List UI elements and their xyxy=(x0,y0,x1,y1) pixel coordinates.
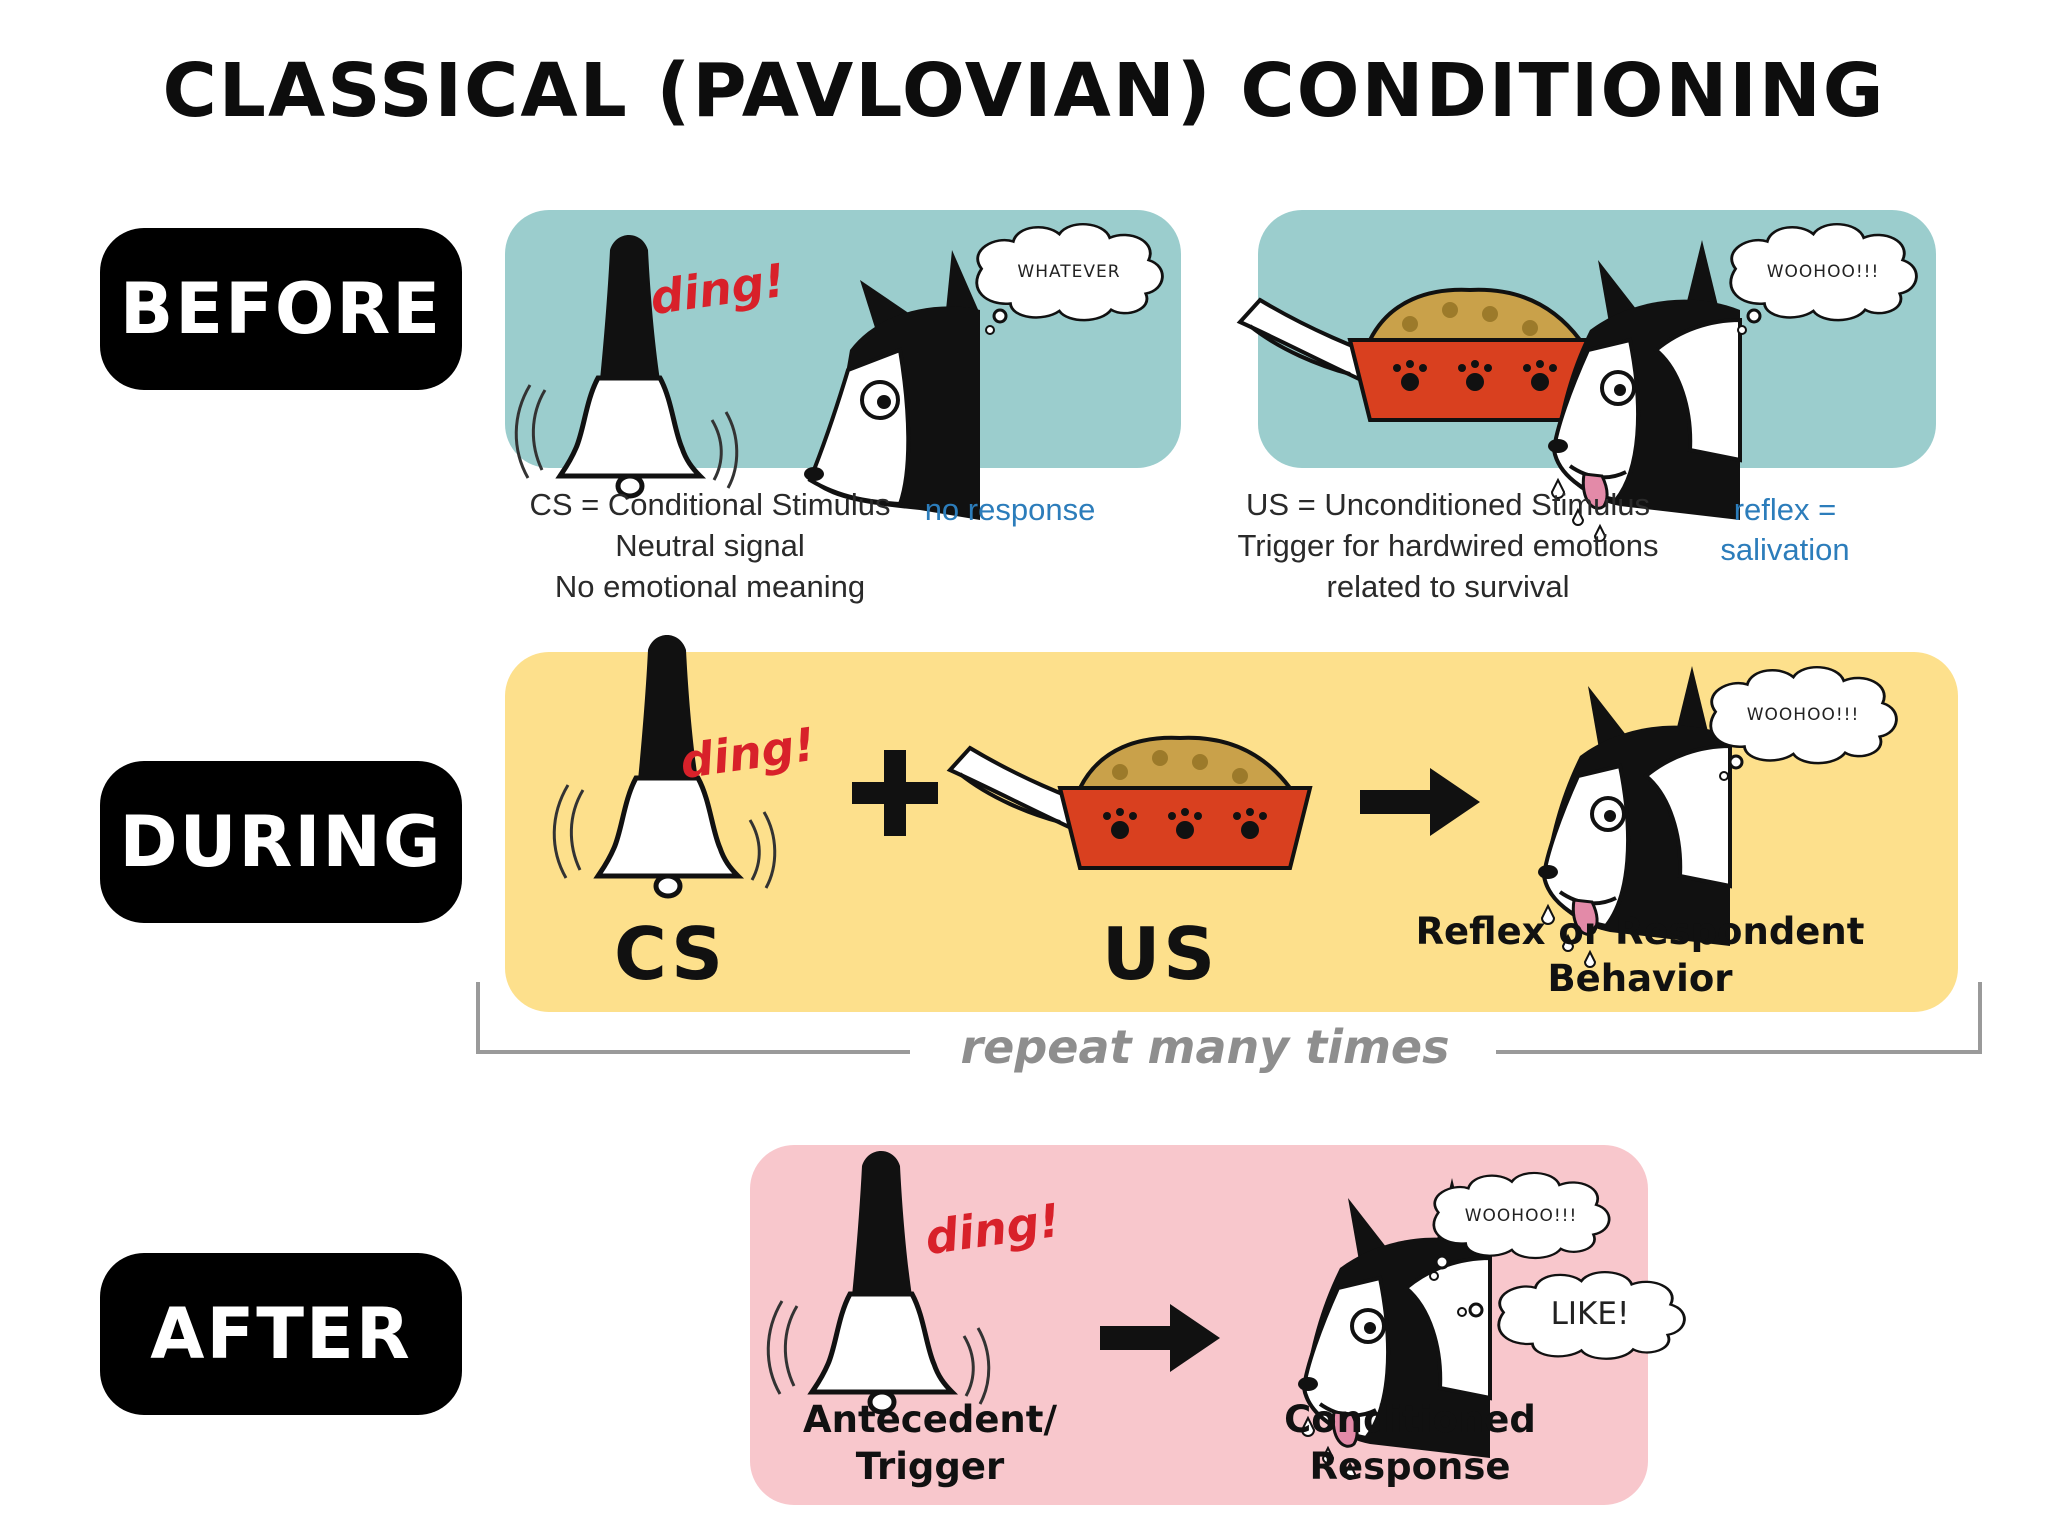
stage-label-during: DURING xyxy=(100,761,462,923)
cs-response: no response xyxy=(924,492,1096,527)
us-caption-line: Trigger for hardwired emotions xyxy=(1237,528,1659,563)
page-title: CLASSICAL (PAVLOVIAN) CONDITIONING xyxy=(162,48,1886,134)
us-label: US xyxy=(1101,912,1219,996)
trigger-label-line: Antecedent/ xyxy=(803,1398,1057,1441)
cs-caption: CS = Conditional Stimulus Neutral signal… xyxy=(500,484,920,607)
trigger-label: Antecedent/ Trigger xyxy=(760,1396,1100,1490)
food-bowl-icon xyxy=(948,735,1312,870)
result-label-line: Reflex or Respondent xyxy=(1415,910,1865,953)
cs-caption-line: CS = Conditional Stimulus xyxy=(529,487,891,522)
cs-caption-line: No emotional meaning xyxy=(554,569,866,604)
dog-neutral-icon xyxy=(802,248,982,522)
repeat-bracket xyxy=(476,982,1982,1054)
cs-caption-line: Neutral signal xyxy=(615,528,805,563)
us-caption-line: US = Unconditioned Stimulus xyxy=(1245,487,1651,522)
thought-text: WOOHOO!!! xyxy=(1464,1206,1578,1226)
stage-label-after: AFTER xyxy=(100,1253,462,1415)
thought-text: WHATEVER xyxy=(1017,262,1121,282)
result-label: Reflex or Respondent Behavior xyxy=(1400,908,1880,1002)
thought-text: WOOHOO!!! xyxy=(1766,262,1880,282)
us-response: reflex = salivation xyxy=(1700,490,1870,570)
repeat-label: repeat many times xyxy=(915,1020,1495,1074)
arrow-right-icon xyxy=(1100,1304,1220,1372)
us-response-line: salivation xyxy=(1720,532,1850,567)
food-bowl-icon xyxy=(1238,287,1602,422)
us-response-line: reflex = xyxy=(1733,492,1837,527)
conditioned-response-line: Response xyxy=(1309,1445,1511,1488)
stage-label-before: BEFORE xyxy=(100,228,462,390)
arrow-right-icon xyxy=(1360,768,1480,836)
result-label-line: Behavior xyxy=(1547,957,1733,1000)
cs-label: CS xyxy=(613,912,727,996)
conditioned-response-line: Conditioned xyxy=(1284,1398,1536,1441)
thought-text: WOOHOO!!! xyxy=(1746,705,1860,725)
conditioned-response-label: Conditioned Response xyxy=(1240,1396,1580,1490)
us-caption-line: related to survival xyxy=(1326,569,1570,604)
trigger-label-line: Trigger xyxy=(855,1445,1005,1488)
plus-icon xyxy=(852,750,938,836)
thought-text: LIKE! xyxy=(1550,1296,1630,1332)
bell-icon xyxy=(768,1151,989,1412)
us-caption: US = Unconditioned Stimulus Trigger for … xyxy=(1218,484,1678,607)
